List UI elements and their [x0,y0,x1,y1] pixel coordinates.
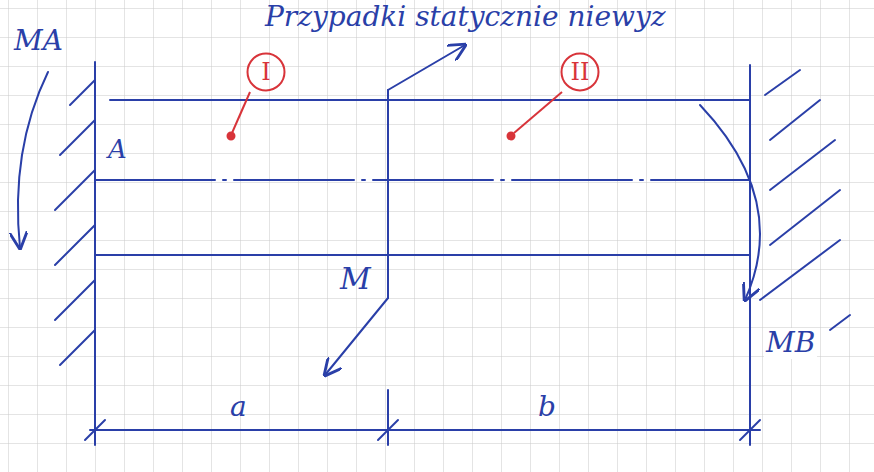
point-label: A [106,135,129,164]
right-wall [749,65,751,385]
moment-a-arrow [18,72,48,248]
beam-bottom [95,254,750,256]
dimension-tick [740,420,760,440]
beam-top [110,99,750,101]
leader-line [514,92,562,133]
left-wall [94,62,96,385]
dimension-label: a [228,392,249,423]
left-hatching [55,80,95,365]
leader-dot [508,133,515,140]
leader-line [232,92,250,133]
circled-numeral: I [261,60,270,84]
leader-dot [228,133,235,140]
moment-label: MB [764,328,817,359]
circle-outline [248,54,285,91]
circled-number: I [246,52,286,92]
right-hatching [760,70,850,330]
circled-numeral: II [571,60,590,84]
beam-axis [95,179,750,181]
moment-vector [325,298,388,375]
extension-line [94,385,96,445]
circle-outline [562,54,599,91]
load-vector [388,45,465,90]
extension-line [387,390,389,445]
dimension-tick [85,420,105,440]
extension-line [749,385,751,445]
dimension-tick [378,420,398,440]
heading: Przypadki statycznie niewyz [265,2,666,33]
dimension-label: b [536,392,558,423]
dimension-line [90,429,760,431]
circled-number: II [560,52,600,92]
moment-b-arrow [700,105,760,300]
moment-label: M [338,262,373,295]
load-section [387,90,389,298]
moment-label: MA [12,26,65,57]
